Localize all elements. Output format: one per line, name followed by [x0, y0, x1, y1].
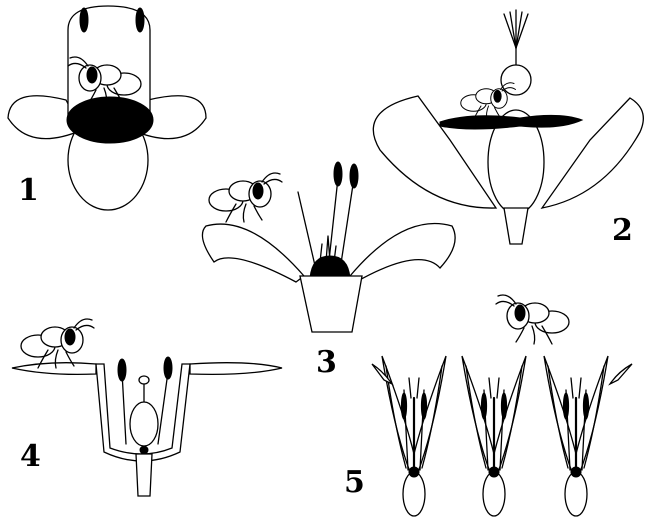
bee-icon [209, 173, 282, 222]
panel-5: 5 [344, 295, 632, 516]
anther [334, 162, 342, 186]
stigma-head [501, 65, 531, 95]
anther [118, 359, 126, 381]
nectary [140, 446, 148, 454]
right-anther [136, 8, 144, 32]
nectar-guide [67, 97, 153, 143]
right-lip [190, 363, 282, 375]
ovary [130, 402, 158, 446]
panel-4: 4 [12, 319, 282, 496]
left-anther [80, 8, 88, 32]
panel-3: 3 [202, 162, 455, 380]
receptacle [300, 276, 362, 332]
filament-right [340, 178, 354, 270]
anther [164, 357, 172, 379]
floret-2 [462, 356, 526, 516]
filament-left [122, 372, 126, 444]
floret-1 [382, 356, 446, 516]
panel-label-1: 1 [18, 173, 39, 208]
panel-label-4: 4 [20, 439, 41, 474]
filament-left [298, 192, 316, 270]
panel-label-3: 3 [316, 345, 337, 380]
panel-label-5: 5 [344, 465, 365, 500]
pedicel [136, 454, 152, 496]
anther [350, 164, 358, 188]
left-lip [12, 363, 96, 375]
right-petal [350, 223, 455, 282]
stigma-platform [440, 115, 582, 129]
ovary [310, 256, 350, 278]
stigma [139, 376, 149, 384]
left-petal [202, 224, 304, 282]
panel-1: 1 [8, 6, 206, 210]
bee-icon [496, 295, 569, 344]
floret-3 [544, 356, 608, 516]
pedicel [504, 208, 528, 244]
panel-label-2: 2 [612, 213, 633, 248]
bee-icon [21, 319, 94, 368]
right-sepal [542, 98, 643, 208]
panel-2: 2 [373, 10, 643, 248]
filament-right [158, 372, 168, 444]
